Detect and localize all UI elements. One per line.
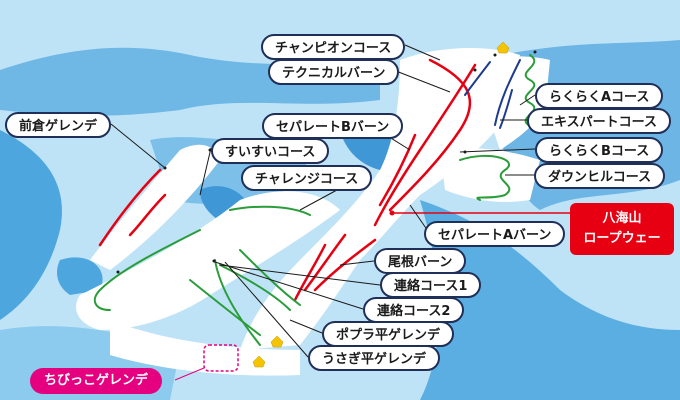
label-suisui-course[interactable]: すいすいコース [211, 138, 330, 164]
kids-area-box [203, 344, 239, 372]
blue-courses [464, 59, 521, 129]
label-one-burn[interactable]: 尾根バーン [374, 248, 467, 274]
label-challenge-course[interactable]: チャレンジコース [241, 165, 373, 191]
ropeway-label-line1: 八海山 [602, 211, 642, 226]
label-separate-a[interactable]: セパレートAバーン [424, 221, 566, 247]
green-courses [93, 54, 536, 346]
summit-lodge-icon [496, 41, 510, 54]
label-rakuraku-a[interactable]: らくらくAコース [535, 83, 664, 109]
ropeway-station [389, 210, 395, 216]
popura-lodge-icon [270, 335, 284, 348]
ropeway-label-line2: ロープウェー [583, 231, 661, 246]
label-renraku-1[interactable]: 連絡コース1 [380, 272, 482, 298]
label-chibikko-slope[interactable]: ちびっこゲレンデ [30, 368, 163, 394]
usagi-lodge-icon [252, 355, 266, 368]
label-usagi-slope[interactable]: うさぎ平ゲレンデ [308, 345, 441, 371]
leader-lines [110, 44, 536, 358]
kids-leader-line [174, 367, 205, 381]
label-technical-burn[interactable]: テクニカルバーン [268, 59, 400, 85]
label-champion-course[interactable]: チャンピオンコース [261, 34, 406, 60]
lodge-icons [252, 41, 510, 368]
label-maekura-slope[interactable]: 前倉ゲレンデ [5, 112, 112, 138]
course-markers [116, 50, 537, 274]
label-expert-course[interactable]: エキスパートコース [527, 108, 671, 134]
label-downhill-course[interactable]: ダウンヒルコース [534, 163, 666, 189]
label-popura-slope[interactable]: ポプラ平ゲレンデ [322, 321, 455, 347]
ropeway-label[interactable]: 八海山 ロープウェー [570, 203, 674, 255]
label-separate-b[interactable]: セパレートBバーン [262, 113, 404, 139]
label-rakuraku-b[interactable]: らくらくBコース [535, 137, 664, 163]
forest-areas [0, 40, 680, 400]
red-courses [98, 58, 477, 302]
label-renraku-2[interactable]: 連絡コース2 [363, 297, 465, 323]
